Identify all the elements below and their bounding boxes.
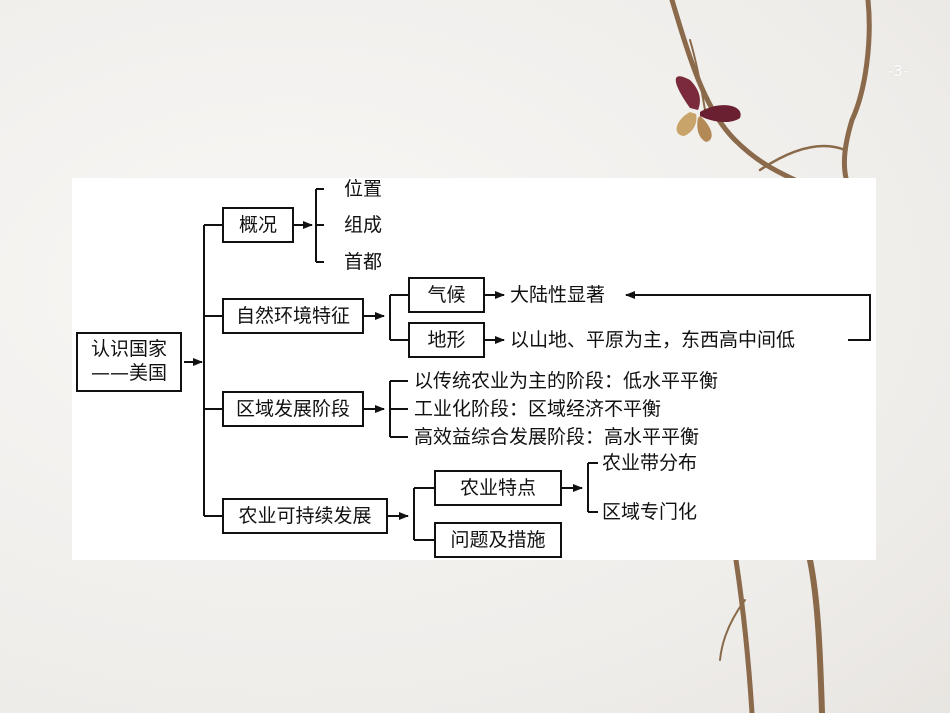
climate-node: 气候 (408, 277, 485, 313)
overview-node: 概况 (222, 207, 294, 243)
regional-stage-traditional: 以传统农业为主的阶段：低水平平衡 (414, 370, 719, 392)
regional-stage-integrated: 高效益综合发展阶段：高水平平衡 (414, 426, 700, 448)
terrain-result: 以山地、平原为主，东西高中间低 (510, 329, 796, 351)
problems-measures-node: 问题及措施 (434, 522, 562, 558)
regional-development-node: 区域发展阶段 (222, 391, 364, 427)
feature-belt-distribution: 农业带分布 (602, 452, 698, 474)
terrain-node: 地形 (408, 322, 485, 358)
agriculture-node: 农业可持续发展 (222, 498, 388, 534)
natural-environment-node: 自然环境特征 (222, 298, 364, 334)
regional-stage-industrial: 工业化阶段：区域经济不平衡 (414, 398, 662, 420)
overview-item-composition: 组成 (344, 214, 383, 236)
root-title-line1: 认识国家 (90, 338, 167, 361)
root-title-line2: ——美国 (90, 362, 167, 384)
root-node: 认识国家 ——美国 (76, 332, 182, 392)
overview-item-capital: 首都 (344, 251, 383, 273)
agriculture-features-node: 农业特点 (434, 470, 562, 506)
butterfly-icon (675, 76, 741, 142)
connector-lines (184, 188, 871, 541)
climate-result: 大陆性显著 (510, 284, 606, 306)
feature-regional-specialization: 区域专门化 (602, 501, 698, 523)
page-number: -3- (887, 62, 909, 80)
concept-map-panel: 认识国家 ——美国 概况 位置 组成 首都 自然环境特征 气候 地形 大陆性显著… (72, 178, 876, 560)
overview-item-location: 位置 (344, 178, 383, 200)
